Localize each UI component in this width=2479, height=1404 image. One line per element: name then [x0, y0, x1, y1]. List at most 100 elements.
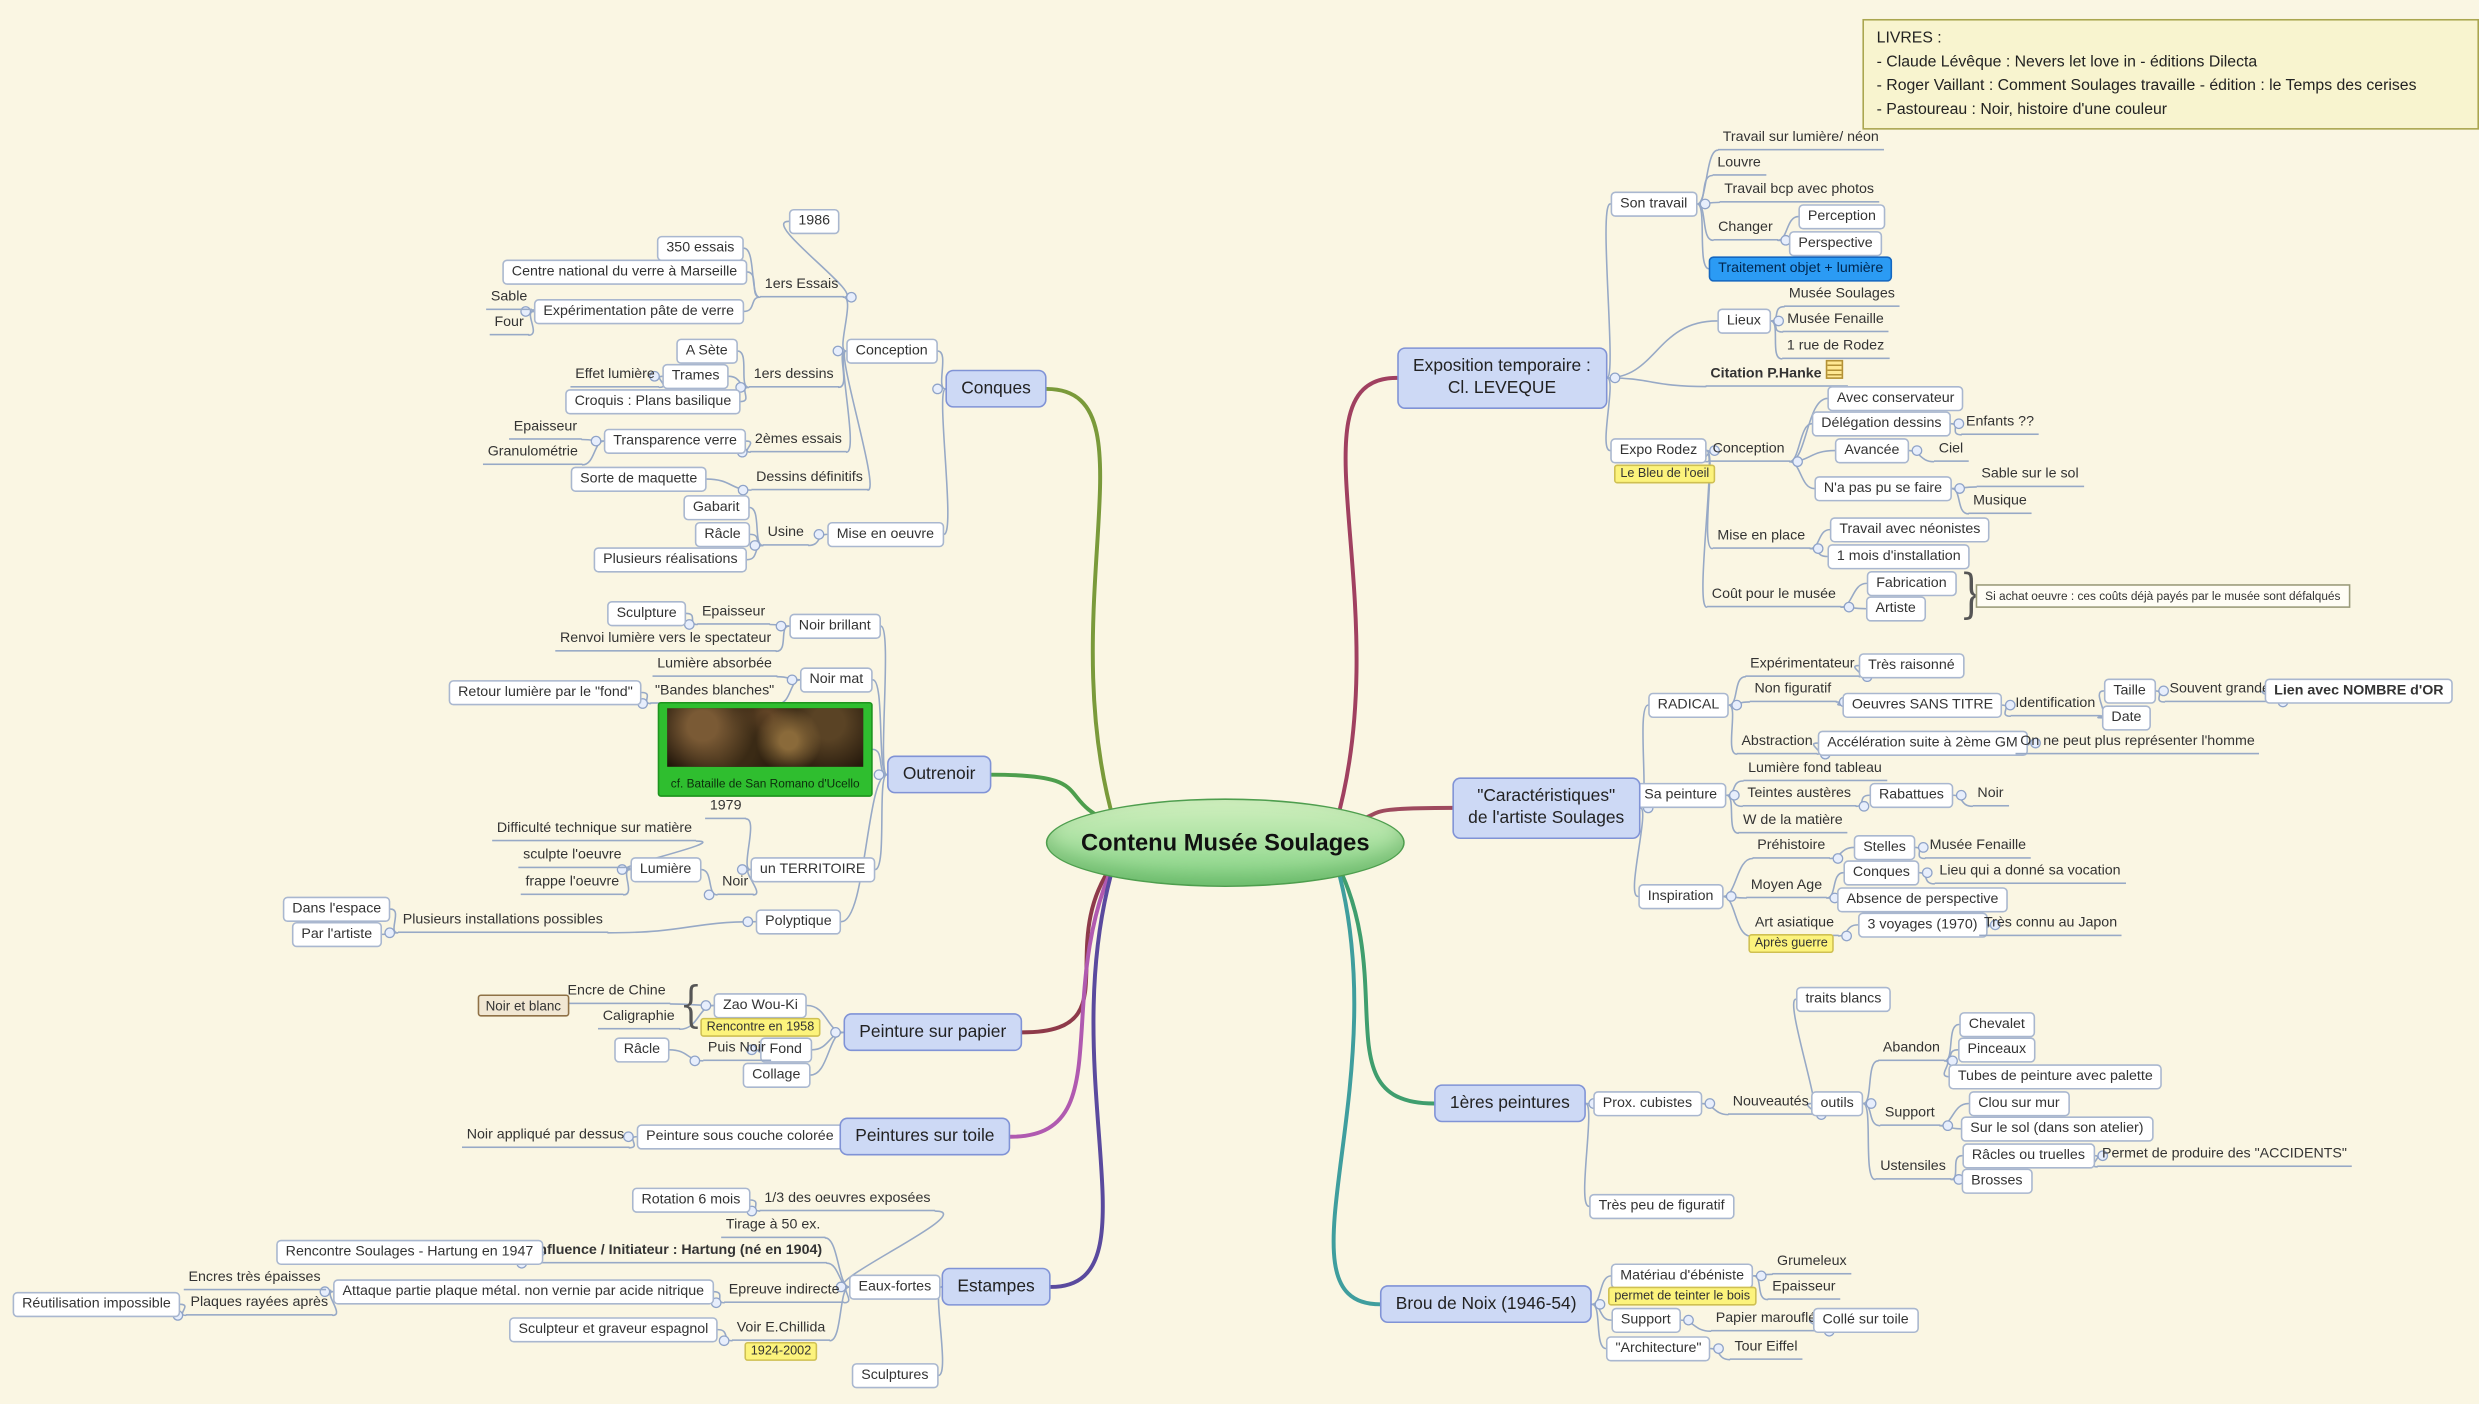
topic-colle-sur-toile[interactable]: Collé sur toile	[1812, 1307, 1919, 1333]
collapse-handle[interactable]	[1812, 543, 1824, 554]
topic-ustensiles[interactable]: Ustensiles	[1875, 1158, 1951, 1180]
collapse-handle[interactable]	[1955, 789, 1967, 801]
topic-lumiere-fond-tableau[interactable]: Lumière fond tableau	[1743, 759, 1887, 781]
collapse-handle[interactable]	[786, 674, 798, 686]
topic-conception[interactable]: Conception	[1707, 440, 1790, 462]
collapse-handle[interactable]	[1832, 853, 1844, 864]
topic-rencontre-soulages-hartung-en-1947[interactable]: Rencontre Soulages - Hartung en 1947	[276, 1239, 543, 1265]
topic-lien-avec-nombre-d-or[interactable]: Lien avec NOMBRE d'OR	[2264, 678, 2454, 704]
topic-fond[interactable]: Fond	[760, 1037, 812, 1063]
topic-abstraction[interactable]: Abstraction	[1736, 732, 1818, 754]
collapse-handle[interactable]	[623, 1131, 634, 1143]
topic-lieux[interactable]: Lieux	[1717, 308, 1771, 334]
main-topic-exposition-temporaire-cl-leveque[interactable]: Exposition temporaire : Cl. LEVEQUE	[1397, 347, 1607, 409]
topic-epaisseur[interactable]: Epaisseur	[1767, 1278, 1841, 1300]
topic-expo-rodez[interactable]: Expo Rodez	[1610, 438, 1707, 463]
topic-teintes-austeres[interactable]: Teintes austères	[1742, 784, 1856, 807]
topic-noir-applique-par-dessus[interactable]: Noir appliqué par dessus	[461, 1126, 629, 1148]
topic-permet-de-produire-des-accidents[interactable]: Permet de produire des "ACCIDENTS"	[2097, 1145, 2352, 1167]
topic-plusieurs-realisations[interactable]: Plusieurs réalisations	[593, 547, 748, 573]
collapse-handle[interactable]	[649, 370, 660, 382]
collapse-handle[interactable]	[1713, 1343, 1724, 1354]
collapse-handle[interactable]	[1841, 930, 1852, 942]
topic-3-voyages-1970[interactable]: 3 voyages (1970)	[1858, 912, 1987, 938]
topic-dans-l-espace[interactable]: Dans l'espace	[282, 896, 391, 922]
topic-cf-bataille-de-san-romano-d-ucello[interactable]: cf. Bataille de San Romano d'Ucello	[657, 701, 873, 797]
topic-enfants[interactable]: Enfants ??	[1961, 413, 2039, 435]
topic-difficulte-technique-sur-matiere[interactable]: Difficulté technique sur matière	[492, 819, 697, 841]
topic-renvoi-lumiere-vers-le-spectateur[interactable]: Renvoi lumière vers le spectateur	[555, 629, 776, 652]
topic-conques[interactable]: Conques	[1843, 860, 1920, 886]
topic-lumiere-absorbee[interactable]: Lumière absorbée	[652, 655, 777, 677]
topic-experimentation-pate-de-verre[interactable]: Expérimentation pâte de verre	[533, 299, 744, 324]
collapse-handle[interactable]	[742, 916, 754, 928]
topic-identification[interactable]: Identification	[2010, 694, 2101, 716]
collapse-handle[interactable]	[1728, 789, 1740, 801]
topic-n-a-pas-pu-se-faire[interactable]: N'a pas pu se faire	[1814, 476, 1952, 501]
topic-clou-sur-mur[interactable]: Clou sur mur	[1968, 1091, 2070, 1116]
main-topic-peinture-sur-papier[interactable]: Peinture sur papier	[843, 1013, 1023, 1052]
central-topic[interactable]: Contenu Musée Soulages	[1045, 798, 1405, 887]
topic-sa-peinture[interactable]: Sa peinture	[1634, 782, 1727, 808]
collapse-handle[interactable]	[830, 1027, 841, 1038]
topic-mise-en-oeuvre[interactable]: Mise en oeuvre	[827, 521, 944, 547]
topic-tres-peu-de-figuratif[interactable]: Très peu de figuratif	[1589, 1193, 1735, 1219]
topic-polyptique[interactable]: Polyptique	[755, 909, 842, 935]
collapse-handle[interactable]	[1911, 445, 1923, 456]
topic-perspective[interactable]: Perspective	[1788, 231, 1883, 256]
topic-louvre[interactable]: Louvre	[1712, 154, 1766, 176]
topic-croquis-plans-basilique[interactable]: Croquis : Plans basilique	[565, 389, 741, 414]
topic-puis-noir[interactable]: Puis Noir	[703, 1039, 771, 1061]
topic-epaisseur[interactable]: Epaisseur	[697, 603, 770, 625]
topic-architecture[interactable]: "Architecture"	[1605, 1336, 1711, 1361]
collapse-handle[interactable]	[736, 864, 748, 875]
topic-support[interactable]: Support	[1611, 1307, 1681, 1333]
collapse-handle[interactable]	[2004, 699, 2016, 711]
topic-peinture-sous-couche-coloree[interactable]: Peinture sous couche colorée	[636, 1124, 844, 1150]
collapse-handle[interactable]	[384, 927, 396, 939]
collapse-handle[interactable]	[749, 540, 761, 551]
collapse-handle[interactable]	[2030, 737, 2041, 749]
collapse-handle[interactable]	[703, 889, 715, 901]
collapse-handle[interactable]	[873, 769, 885, 781]
collapse-handle[interactable]	[1683, 1314, 1694, 1326]
topic-sur-le-sol-dans-son-atelier[interactable]: Sur le sol (dans son atelier)	[1960, 1116, 2153, 1142]
collapse-handle[interactable]	[1843, 601, 1855, 613]
topic-un-territoire[interactable]: un TERRITOIRE	[750, 857, 875, 882]
collapse-handle[interactable]	[1792, 456, 1803, 468]
topic-travail-avec-neonistes[interactable]: Travail avec néonistes	[1829, 517, 1990, 543]
topic-encre-de-chine[interactable]: Encre de Chine	[562, 982, 671, 1004]
topic-granulometrie[interactable]: Granulométrie	[482, 443, 583, 465]
collapse-handle[interactable]	[832, 345, 844, 357]
topic-tirage-a-50-ex[interactable]: Tirage à 50 ex.	[721, 1216, 826, 1238]
topic-nouveautes[interactable]: Nouveautés	[1727, 1093, 1814, 1115]
topic-epaisseur[interactable]: Epaisseur	[509, 418, 582, 440]
topic-musee-fenaille[interactable]: Musée Fenaille	[1782, 310, 1889, 332]
topic-sculptures[interactable]: Sculptures	[851, 1363, 938, 1388]
collapse-handle[interactable]	[1731, 699, 1743, 711]
topic-musee-soulages[interactable]: Musée Soulages	[1784, 285, 1900, 307]
collapse-handle[interactable]	[835, 1281, 847, 1293]
collapse-handle[interactable]	[746, 1044, 758, 1056]
topic-papier-maroufle[interactable]: Papier marouflé	[1711, 1309, 1821, 1331]
topic-noir[interactable]: Noir	[1972, 784, 2009, 807]
topic-dessins-definitifs[interactable]: Dessins définitifs	[751, 468, 868, 490]
topic-1986[interactable]: 1986	[788, 208, 840, 234]
topic-radical[interactable]: RADICAL	[1648, 692, 1729, 718]
collapse-handle[interactable]	[700, 1000, 712, 1011]
topic-retour-lumiere-par-le-fond[interactable]: Retour lumière par le "fond"	[448, 680, 643, 705]
topic-brosses[interactable]: Brosses	[1961, 1168, 2032, 1194]
topic-attaque-partie-plaque-metal-non-vernie-par-acide[interactable]: Attaque partie plaque métal. non vernie …	[333, 1279, 714, 1305]
collapse-handle[interactable]	[813, 529, 825, 540]
topic-four[interactable]: Four	[489, 313, 529, 335]
collapse-handle[interactable]	[1709, 445, 1720, 456]
topic-par-l-artiste[interactable]: Par l'artiste	[291, 921, 382, 947]
collapse-handle[interactable]	[1989, 919, 2001, 931]
collapse-handle[interactable]	[1858, 800, 1870, 812]
topic-pinceaux[interactable]: Pinceaux	[1958, 1037, 2036, 1063]
topic-traitement-objet-lumiere[interactable]: Traitement objet + lumière	[1708, 256, 1893, 282]
topic-lieu-qui-a-donne-sa-vocation[interactable]: Lieu qui a donné sa vocation	[1934, 862, 2126, 884]
topic-grumeleux[interactable]: Grumeleux	[1772, 1252, 1852, 1275]
topic-epreuve-indirecte[interactable]: Epreuve indirecte	[724, 1281, 845, 1303]
main-topic-caracteristiques-de-l-artiste-soulages[interactable]: "Caractéristiques" de l'artiste Soulages	[1452, 777, 1641, 839]
